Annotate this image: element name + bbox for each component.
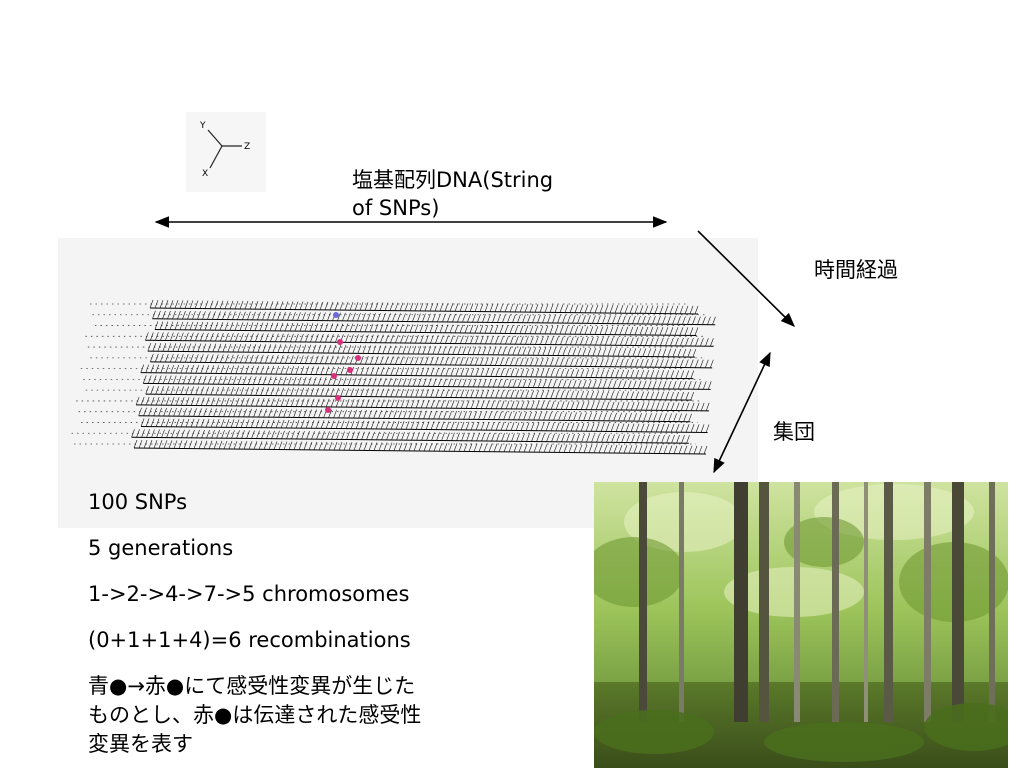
- mutation-note-line3: 変異を表す: [88, 732, 193, 756]
- axes-orientation-icon: Y Z X: [186, 112, 266, 192]
- chromosome-line: [141, 425, 708, 433]
- snp-ticks: [152, 310, 716, 325]
- chromosome-line: [140, 372, 694, 380]
- snp-ticks: [140, 364, 695, 379]
- chromosome-line: [150, 361, 713, 369]
- tree-trunk: [864, 482, 868, 722]
- tree-trunk: [759, 482, 769, 722]
- red-snp-marker: [335, 395, 341, 401]
- snp-ticks: [131, 429, 690, 444]
- chromosome-line: [149, 307, 699, 315]
- dna-label-line2: of SNPs): [352, 196, 440, 220]
- mutation-note-line2: ものとし、赤●は伝達された感受性: [88, 703, 422, 727]
- tree-trunk: [734, 482, 748, 722]
- axis-x-label: X: [202, 169, 208, 179]
- axis-y-label: Y: [199, 121, 206, 131]
- tree-trunk: [679, 482, 684, 722]
- chromosome-line: [133, 447, 707, 455]
- snp-ticks: [150, 353, 714, 368]
- snp-ticks: [135, 396, 710, 411]
- recombinations-count: (0+1+1+4)=6 recombinations: [88, 628, 411, 652]
- red-snp-marker: [347, 367, 353, 373]
- forest-photo: [594, 482, 1008, 768]
- dna-label-line1: 塩基配列DNA(String: [352, 168, 554, 192]
- snp-ticks: [140, 418, 710, 433]
- population-label: 集団: [773, 420, 815, 444]
- chromosome-3d-diagram: [58, 238, 758, 528]
- snp-ticks: [145, 332, 714, 347]
- chromosome-line: [138, 415, 691, 423]
- snp-ticks: [133, 439, 708, 455]
- mutation-note: 青●→赤●にて感受性変異が生じた ものとし、赤●は伝達された感受性 変異を表す: [88, 672, 498, 759]
- snps-count: 100 SNPs: [88, 490, 188, 514]
- chromosome-line: [131, 436, 689, 444]
- chromosome-line: [143, 382, 711, 390]
- tree-trunk: [794, 482, 800, 722]
- tree-trunk: [832, 482, 839, 722]
- chromosome-line: [152, 318, 716, 326]
- population-arrow: [713, 351, 771, 474]
- axis-z-label: Z: [244, 142, 250, 152]
- red-snp-marker: [325, 407, 331, 413]
- chromosome-line: [136, 404, 710, 412]
- snp-ticks: [138, 407, 692, 422]
- snp-ticks: [145, 386, 694, 401]
- tree-trunk: [884, 482, 893, 722]
- tree-trunk: [924, 482, 931, 722]
- time-arrow: [697, 230, 796, 328]
- red-snp-marker: [355, 355, 361, 361]
- red-snp-marker: [337, 339, 343, 345]
- tree-trunk: [639, 482, 647, 722]
- snp-ticks: [154, 321, 699, 336]
- time-elapsed-label: 時間経過: [814, 258, 898, 282]
- tree-trunk: [952, 482, 964, 722]
- mutation-note-line1: 青●→赤●にて感受性変異が生じた: [88, 674, 416, 698]
- red-snp-marker: [331, 373, 337, 379]
- chromosomes-sequence: 1->2->4->7->5 chromosomes: [88, 582, 410, 606]
- tree-trunk: [989, 482, 995, 722]
- snp-ticks: [149, 299, 699, 315]
- snp-ticks: [142, 375, 712, 390]
- blue-snp-marker: [333, 312, 339, 318]
- chromosome-line: [145, 339, 714, 347]
- snp-ticks: [147, 342, 697, 358]
- generations-count: 5 generations: [88, 536, 234, 560]
- dna-string-label: 塩基配列DNA(String of SNPs): [352, 166, 553, 222]
- chromosome-line: [147, 350, 695, 358]
- info-list: 100 SNPs 5 generations 1->2->4->7->5 chr…: [88, 488, 498, 759]
